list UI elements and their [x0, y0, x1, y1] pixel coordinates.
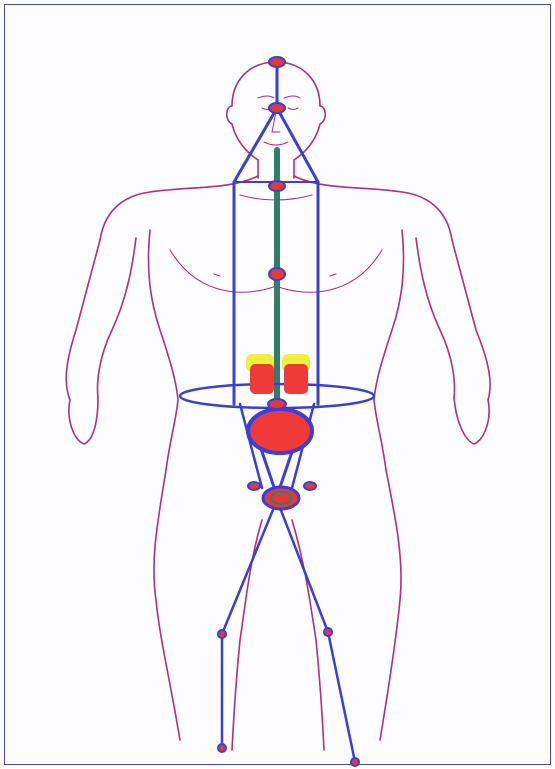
channel-brow-left [234, 108, 277, 182]
bladder [248, 409, 312, 453]
channel-leg-left-upper [222, 500, 277, 634]
channel-leg-right-upper [277, 500, 328, 632]
leg-left-outer-outline [154, 470, 180, 740]
kidney-right [284, 364, 308, 394]
torso-left-outline [148, 230, 178, 470]
torso-right-outline [374, 230, 404, 470]
channel-leg-right-lower [328, 632, 355, 762]
foot-point-right [351, 758, 359, 766]
channel-brow-right [277, 108, 318, 182]
foot-point-left [218, 744, 226, 752]
hip-point-right [304, 482, 316, 490]
knee-point-right [324, 628, 332, 636]
heart-point [269, 268, 285, 280]
kidney-left [250, 364, 274, 394]
throat-point [269, 181, 285, 191]
leg-left-inner-outline [232, 520, 262, 750]
leg-right-outer-outline [380, 470, 401, 740]
perineum-point [263, 487, 299, 509]
arm-left-outline [66, 238, 136, 400]
crown-point [269, 57, 285, 67]
arm-right-outline [416, 238, 490, 400]
hand-right-outline [454, 398, 489, 444]
hand-left-outline [69, 398, 98, 444]
navel-point [268, 399, 286, 409]
brow-point [269, 103, 285, 113]
hip-point-left [248, 482, 260, 490]
knee-point-left [218, 630, 226, 638]
